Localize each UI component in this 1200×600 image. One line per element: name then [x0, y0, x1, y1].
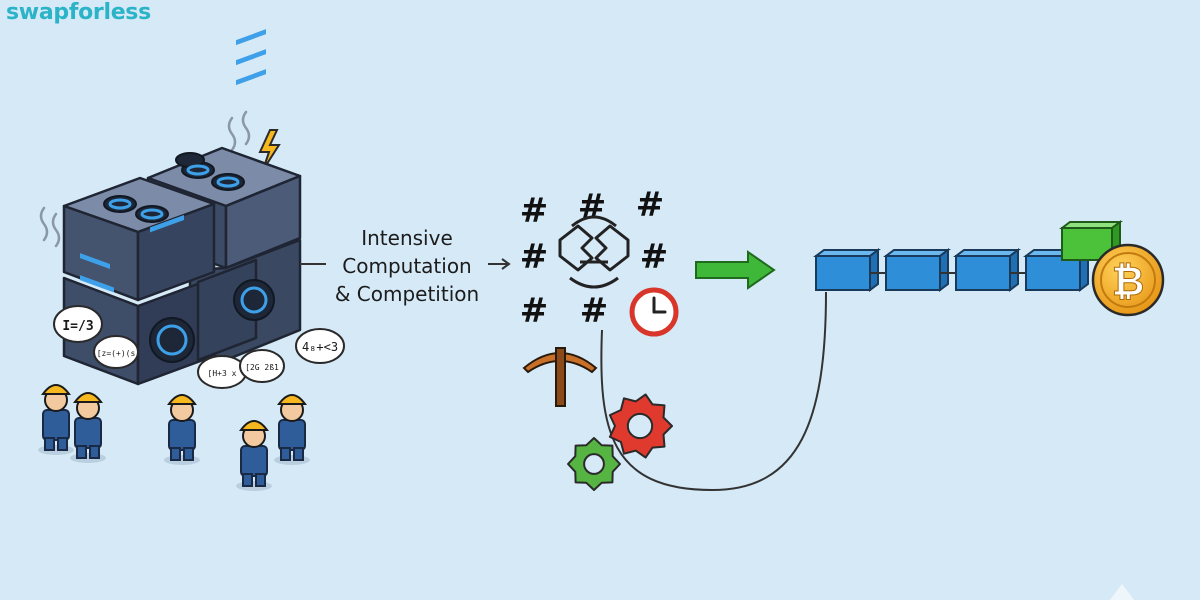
hash-symbol: #: [520, 237, 549, 277]
miner-figure: [236, 420, 272, 491]
caption-line-1: Intensive: [361, 226, 453, 250]
chain-block: [953, 248, 1021, 292]
caption-line-2: Computation: [342, 254, 472, 278]
thought-text-3: [H+3 x: [208, 369, 237, 378]
miner-workers: [38, 384, 310, 491]
hash-puzzle-icon: [558, 215, 630, 289]
thought-bubbles: [53, 305, 345, 389]
process-caption: Intensive Computation & Competition: [312, 224, 502, 308]
mining-server-stack: [62, 146, 302, 386]
miner-figure: [164, 394, 200, 465]
hash-symbol: #: [640, 237, 669, 277]
bitcoin-symbol: ₿: [1112, 259, 1145, 305]
pickaxe-icon: [522, 347, 598, 407]
flow-arrow-left: [300, 258, 511, 270]
server-indicator-lights: [80, 29, 266, 293]
thought-text-5: 4₈+<3: [302, 340, 338, 354]
watermark-shape: [1110, 584, 1134, 600]
chain-block: [813, 248, 881, 292]
thought-text-1: I=/3: [62, 319, 93, 334]
thought-text-2: [z=(+)(s: [97, 349, 136, 358]
heat-waves-icon: [39, 110, 251, 248]
hash-symbol: #: [520, 191, 549, 231]
miner-figure: [70, 392, 106, 463]
brand-logo: swapforless: [6, 0, 151, 25]
connector-curve: [600, 291, 827, 492]
caption-line-3: & Competition: [334, 282, 480, 306]
lightning-icon: [258, 129, 281, 171]
thought-text-4: [2G 2ß1: [245, 363, 279, 372]
clock-icon: [629, 287, 679, 337]
blockchain: [813, 220, 1123, 292]
chain-block: [883, 248, 951, 292]
miner-figure: [274, 394, 310, 465]
green-arrow-icon: [695, 250, 776, 290]
miner-figure: [38, 384, 74, 455]
hash-symbol: #: [636, 185, 665, 225]
hash-symbol: #: [520, 291, 549, 331]
hash-symbol: #: [580, 291, 609, 331]
fan-glow: [108, 164, 268, 356]
bitcoin-coin-icon: ₿: [1091, 243, 1165, 317]
gear-icon: [567, 393, 673, 491]
